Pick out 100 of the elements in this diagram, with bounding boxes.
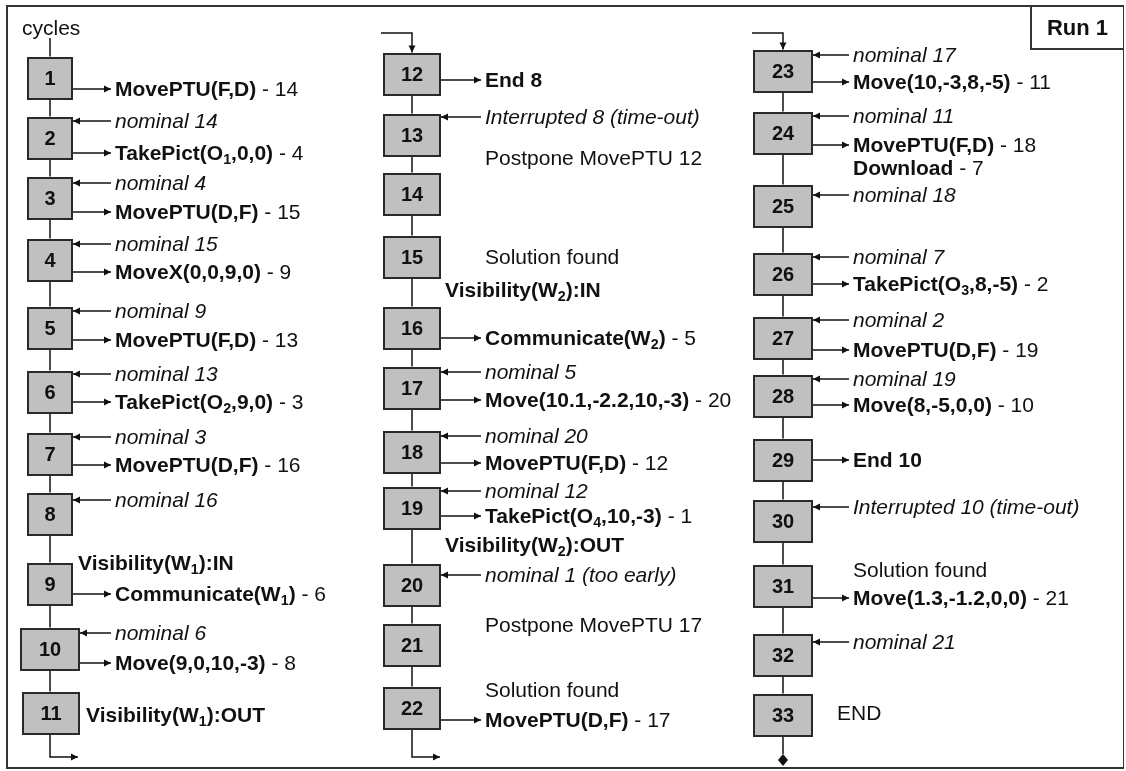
- command-text: MovePTU(F,D) - 13: [115, 328, 299, 351]
- step-box: 30: [753, 499, 813, 543]
- connector-line: [411, 665, 413, 688]
- event-text: nominal 18: [853, 183, 956, 206]
- command-text: TakePict(O$_{1}$,0,0) - 4: [115, 141, 304, 164]
- note-text: Postpone MovePTU 12: [485, 146, 703, 169]
- connector-line: [782, 358, 784, 376]
- arrow: [812, 594, 850, 602]
- arrow: [812, 401, 850, 409]
- arrow: [49, 733, 79, 761]
- arrow: [72, 398, 112, 406]
- connector-line: [782, 91, 784, 113]
- event-text: nominal 15: [115, 232, 218, 255]
- command-text: Move(1.3,-1.2,0,0) - 21: [853, 586, 1069, 609]
- connector-line: [49, 98, 51, 118]
- arrow: [79, 629, 112, 637]
- arrow: [380, 32, 416, 54]
- arrow: [812, 638, 850, 646]
- event-text: nominal 21: [853, 630, 956, 653]
- command-text: Move(10,-3,8,-5) - 11: [853, 70, 1052, 93]
- note-text: Solution found: [485, 245, 620, 268]
- arrow: [812, 112, 850, 120]
- note-text: Solution found: [485, 678, 620, 701]
- connector-line: [49, 412, 51, 434]
- event-text: Interrupted 10 (time-out): [853, 495, 1080, 518]
- arrow: [440, 334, 482, 342]
- arrow: [812, 456, 850, 464]
- arrow: [72, 117, 112, 125]
- connector-line: [49, 474, 51, 494]
- step-box: 33: [753, 693, 813, 737]
- step-box: 21: [383, 623, 441, 667]
- note-text: Postpone MovePTU 17: [485, 613, 703, 636]
- step-box: 22: [383, 686, 441, 730]
- arrow: [72, 370, 112, 378]
- connector-line: [49, 604, 51, 629]
- arrow: [72, 149, 112, 157]
- arrow: [812, 141, 850, 149]
- connector-line: [49, 218, 51, 240]
- arrow: [72, 208, 112, 216]
- event-text: nominal 2: [853, 308, 945, 331]
- run-label-box: Run 1: [1030, 7, 1123, 50]
- step-box: 6: [27, 370, 73, 414]
- connector-line: [782, 541, 784, 566]
- step-box: 7: [27, 432, 73, 476]
- step-box: 15: [383, 235, 441, 279]
- command-text: MovePTU(D,F) - 17: [485, 708, 671, 731]
- step-box: 3: [27, 176, 73, 220]
- event-text: Interrupted 8 (time-out): [485, 105, 700, 128]
- arrow: [72, 433, 112, 441]
- event-text: nominal 13: [115, 362, 218, 385]
- connector-line: [49, 348, 51, 372]
- note-text: Visibility(W$_{1}$):IN: [78, 551, 234, 574]
- note-text: Solution found: [853, 558, 988, 581]
- arrow: [440, 571, 482, 579]
- connector-line: [782, 675, 784, 695]
- connector-line: [411, 94, 413, 115]
- connector-line: [782, 480, 784, 501]
- command-text: Communicate(W$_{1}$) - 6: [115, 582, 326, 605]
- command-text: MovePTU(F,D) - 14: [115, 77, 299, 100]
- step-box: 11: [22, 691, 80, 735]
- command-text: MovePTU(F,D) - 12: [485, 451, 669, 474]
- arrow: [72, 461, 112, 469]
- command-text: TakePict(O$_{2}$,9,0) - 3: [115, 390, 304, 413]
- event-text: nominal 17: [853, 43, 956, 66]
- command-text: Communicate(W$_{2}$) - 5: [485, 326, 696, 349]
- command-text: MovePTU(D,F) - 16: [115, 453, 301, 476]
- event-text: nominal 1 (too early): [485, 563, 677, 586]
- connector-line: [782, 606, 784, 635]
- step-box: 13: [383, 113, 441, 157]
- step-box: 29: [753, 438, 813, 482]
- arrow: [440, 113, 482, 121]
- step-box: 14: [383, 172, 441, 216]
- step-box: 28: [753, 374, 813, 418]
- arrow: [79, 659, 112, 667]
- step-box: 23: [753, 49, 813, 93]
- arrow: [72, 496, 112, 504]
- arrow: [72, 336, 112, 344]
- arrow: [812, 51, 850, 59]
- event-text: nominal 12: [485, 479, 588, 502]
- step-box: 4: [27, 238, 73, 282]
- note-text: Visibility(W$_{1}$):OUT: [86, 703, 266, 726]
- step-box: 31: [753, 564, 813, 608]
- connector-line: [782, 416, 784, 440]
- arrow: [72, 307, 112, 315]
- connector-line: [49, 669, 51, 693]
- event-text: nominal 16: [115, 488, 218, 511]
- event-text: nominal 11: [853, 104, 955, 127]
- step-box: 18: [383, 430, 441, 474]
- arrow: [440, 76, 482, 84]
- arrow: [440, 459, 482, 467]
- step-box: 5: [27, 306, 73, 350]
- arrow: [812, 503, 850, 511]
- event-text: nominal 6: [115, 621, 207, 644]
- arrow: [812, 280, 850, 288]
- connector-line: [411, 605, 413, 625]
- note-text: END: [837, 701, 882, 724]
- arrow: [812, 253, 850, 261]
- command-text: MoveX(0,0,9,0) - 9: [115, 260, 292, 283]
- command-text: TakePict(O$_{3}$,8,-5) - 2: [853, 272, 1049, 295]
- event-text: nominal 9: [115, 299, 207, 322]
